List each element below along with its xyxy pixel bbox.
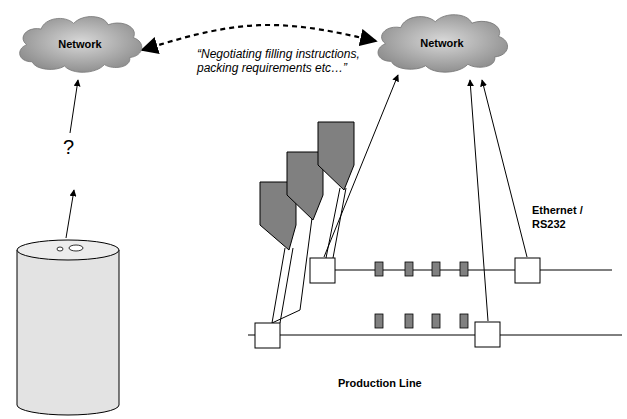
- question-mark: ?: [63, 136, 74, 159]
- annotation: Ethernet / RS232: [532, 203, 594, 231]
- line-stations: [255, 258, 540, 348]
- can-arrow: [66, 190, 74, 238]
- network-cloud: Network: [372, 10, 512, 76]
- edge-label: “Negotiating filling instructions, packi…: [197, 47, 369, 75]
- annotation: Production Line: [338, 376, 422, 390]
- network-cloud: Network: [14, 12, 146, 76]
- node-label: Network: [58, 38, 101, 50]
- hoppers: [260, 122, 354, 250]
- products: [375, 262, 468, 328]
- node-label: Network: [420, 37, 463, 49]
- negotiation-link: [142, 25, 376, 50]
- conveyor: [248, 270, 622, 335]
- can: [17, 240, 119, 415]
- network-links: [324, 75, 527, 321]
- query-arrow: [70, 80, 78, 133]
